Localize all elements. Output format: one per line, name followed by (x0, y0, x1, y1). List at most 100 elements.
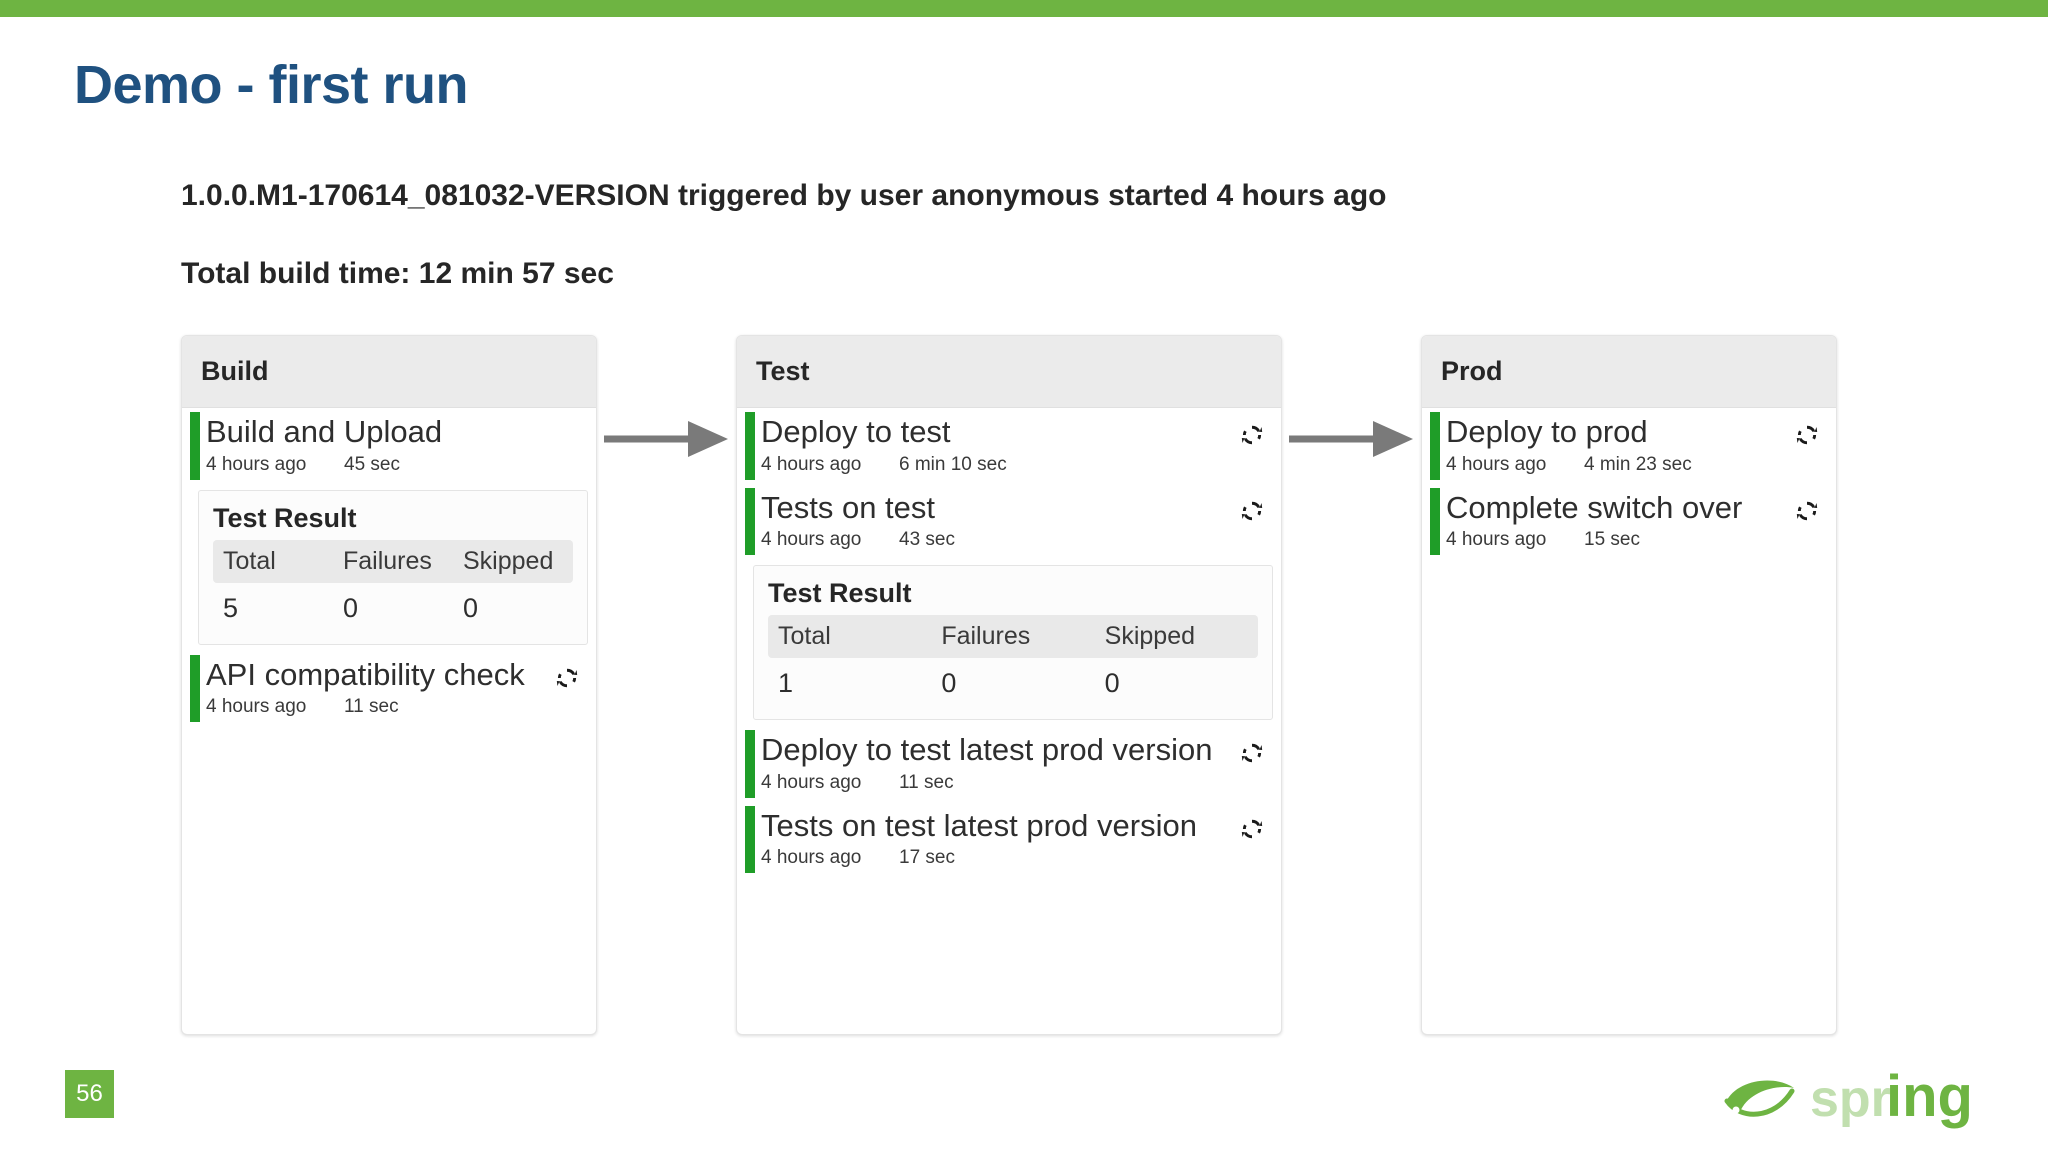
job-status-bar (745, 730, 755, 798)
cell-skipped: 0 (1104, 668, 1120, 699)
job-timestamp: 4 hours ago (761, 453, 862, 475)
job-name[interactable]: Build and Upload (206, 414, 443, 449)
build-version-line: 1.0.0.M1-170614_081032-VERSION triggered… (181, 179, 1387, 212)
job-header: API compatibility check (206, 657, 580, 694)
stage-header: Prod (1422, 336, 1836, 408)
job-meta: 4 hours ago 15 sec (1446, 529, 1820, 551)
job-name[interactable]: Deploy to test latest prod version (761, 732, 1213, 768)
test-result-title: Test Result (768, 578, 912, 609)
stage-header-title: Prod (1441, 356, 1503, 386)
refresh-icon[interactable] (554, 665, 580, 691)
job-header: Deploy to test (761, 414, 1265, 451)
job-status-bar (190, 654, 200, 723)
job-timestamp: 4 hours ago (206, 453, 307, 475)
column-header: Total (768, 615, 932, 659)
column-header: Skipped (1094, 615, 1258, 659)
stage-header: Test (737, 336, 1281, 408)
job-row[interactable]: Build and Upload 4 hours ago 45 sec (182, 408, 596, 484)
cell-failures: 0 (941, 668, 957, 699)
job-duration: 17 sec (899, 847, 955, 869)
job-header: Deploy to prod (1446, 414, 1820, 451)
cell-failures: 0 (343, 592, 359, 623)
stage-header-title: Test (756, 356, 810, 386)
job-timestamp: 4 hours ago (206, 696, 307, 718)
cell-skipped: 0 (463, 592, 479, 623)
refresh-icon[interactable] (1239, 422, 1265, 448)
job-row[interactable]: Deploy to test 4 hours ago 6 min 10 sec (737, 408, 1281, 484)
job-timestamp: 4 hours ago (1446, 453, 1547, 475)
total-build-time-line: Total build time: 12 min 57 sec (181, 257, 614, 290)
svg-text:spr: spr (1810, 1070, 1891, 1128)
svg-text:ing: ing (1886, 1064, 1973, 1129)
job-name[interactable]: Tests on test latest prod version (761, 807, 1197, 843)
job-meta: 4 hours ago 11 sec (761, 772, 1265, 794)
job-name[interactable]: API compatibility check (206, 656, 525, 692)
page-number-badge: 56 (65, 1070, 114, 1118)
top-accent-bar (0, 0, 2048, 17)
job-name[interactable]: Tests on test (761, 489, 936, 525)
job-duration: 11 sec (899, 771, 954, 793)
job-row[interactable]: Tests on test latest prod version 4 hours… (737, 802, 1281, 878)
job-duration: 45 sec (344, 453, 400, 475)
job-duration: 6 min 10 sec (899, 453, 1007, 475)
refresh-icon[interactable] (1794, 422, 1820, 448)
job-status-bar (745, 487, 755, 556)
job-header: Complete switch over (1446, 490, 1820, 527)
test-result-title: Test Result (213, 502, 357, 533)
column-header: Total (213, 539, 333, 583)
stage-header: Build (182, 336, 596, 408)
job-name[interactable]: Deploy to test (761, 414, 951, 449)
job-header: Build and Upload (206, 414, 580, 451)
table-row: 1 0 0 (768, 658, 1258, 703)
job-timestamp: 4 hours ago (761, 529, 862, 551)
refresh-icon[interactable] (1239, 498, 1265, 524)
job-timestamp: 4 hours ago (761, 771, 862, 793)
job-header: Deploy to test latest prod version (761, 732, 1265, 769)
job-name[interactable]: Complete switch over (1446, 489, 1743, 525)
job-name[interactable]: Deploy to prod (1446, 414, 1648, 449)
job-meta: 4 hours ago 6 min 10 sec (761, 454, 1265, 476)
spring-leaf-icon (1724, 1080, 1795, 1117)
job-status-bar (745, 412, 755, 480)
job-status-bar (1430, 487, 1440, 556)
refresh-icon[interactable] (1794, 498, 1820, 524)
job-status-bar (745, 805, 755, 874)
job-header: Tests on test latest prod version (761, 808, 1265, 845)
column-header: Failures (333, 539, 453, 583)
job-duration: 15 sec (1584, 529, 1640, 551)
job-row[interactable]: Complete switch over 4 hours ago 15 sec (1422, 484, 1836, 560)
column-header: Skipped (453, 539, 573, 583)
job-status-bar (190, 412, 200, 480)
column-header: Failures (931, 615, 1095, 659)
job-meta: 4 hours ago 45 sec (206, 454, 580, 476)
job-meta: 4 hours ago 4 min 23 sec (1446, 454, 1820, 476)
refresh-icon[interactable] (1239, 816, 1265, 842)
arrow-right-icon (1289, 417, 1415, 461)
job-duration: 4 min 23 sec (1584, 453, 1692, 475)
job-row[interactable]: Deploy to prod 4 hours ago 4 min 23 sec (1422, 408, 1836, 484)
cell-total: 1 (778, 668, 794, 699)
arrow-right-icon (604, 417, 730, 461)
refresh-icon[interactable] (1239, 740, 1265, 766)
job-status-bar (1430, 412, 1440, 480)
job-timestamp: 4 hours ago (1446, 529, 1547, 551)
job-row[interactable]: Deploy to test latest prod version 4 hour… (737, 726, 1281, 802)
